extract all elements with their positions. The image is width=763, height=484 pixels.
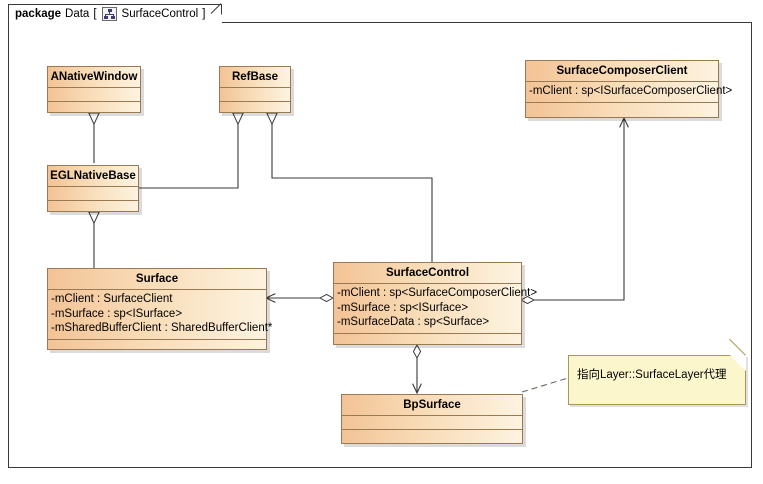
class-attributes bbox=[220, 88, 290, 102]
class-operations bbox=[342, 430, 522, 443]
class-bpsurface[interactable]: BpSurface bbox=[341, 394, 523, 444]
class-diagram-icon bbox=[101, 7, 117, 21]
package-tab-corner bbox=[212, 14, 223, 24]
class-title: BpSurface bbox=[342, 395, 522, 416]
class-operations bbox=[220, 102, 290, 115]
class-attributes bbox=[342, 416, 522, 430]
class-attributes: -mClient : sp<SurfaceComposerClient> -mS… bbox=[334, 284, 538, 334]
class-operations bbox=[48, 201, 138, 214]
class-title: Surface bbox=[48, 269, 266, 290]
class-surfacecomposerclient[interactable]: SurfaceComposerClient -mClient : sp<ISur… bbox=[525, 60, 733, 118]
package-name: Data bbox=[65, 8, 90, 20]
class-operations bbox=[48, 340, 266, 353]
attribute: -mSurface : sp<ISurface> bbox=[51, 307, 183, 320]
attribute: -mSurface : sp<ISurface> bbox=[337, 301, 469, 314]
class-surface[interactable]: Surface -mClient : SurfaceClient -mSurfa… bbox=[47, 268, 273, 353]
class-title: EGLNativeBase bbox=[48, 166, 138, 187]
note-text: 指向Layer::SurfaceLayer代理 bbox=[577, 369, 727, 381]
attribute: -mClient : SurfaceClient bbox=[51, 293, 173, 305]
attribute: -mClient : sp<SurfaceComposerClient> bbox=[337, 287, 538, 299]
package-keyword: package bbox=[15, 8, 62, 20]
package-bracket-close: ] bbox=[202, 8, 206, 20]
class-operations bbox=[334, 334, 521, 347]
class-title: SurfaceComposerClient bbox=[526, 61, 718, 82]
class-attributes bbox=[48, 187, 138, 201]
class-operations bbox=[526, 103, 718, 116]
class-title: SurfaceControl bbox=[334, 263, 521, 284]
class-refbase[interactable]: RefBase bbox=[219, 66, 291, 113]
class-surfacecontrol[interactable]: SurfaceControl -mClient : sp<SurfaceComp… bbox=[333, 262, 538, 347]
class-attributes: -mClient : SurfaceClient -mSurface : sp<… bbox=[48, 290, 273, 340]
package-tab: package Data [ SurfaceControl ] bbox=[8, 4, 223, 24]
class-attributes bbox=[48, 88, 140, 102]
class-attributes: -mClient : sp<ISurfaceComposerClient> bbox=[526, 82, 733, 103]
package-bracket-open: [ bbox=[93, 8, 97, 20]
note-fold-icon bbox=[730, 355, 746, 371]
note-comment[interactable]: 指向Layer::SurfaceLayer代理 bbox=[568, 338, 746, 405]
class-eglnativebase[interactable]: EGLNativeBase bbox=[47, 165, 139, 212]
class-anativewindow[interactable]: ANativeWindow bbox=[47, 66, 141, 113]
class-title: ANativeWindow bbox=[48, 67, 140, 88]
class-operations bbox=[48, 102, 140, 115]
class-title: RefBase bbox=[220, 67, 290, 88]
package-diagram-name: SurfaceControl bbox=[121, 8, 199, 20]
attribute: -mSharedBufferClient : SharedBufferClien… bbox=[51, 322, 273, 334]
attribute: -mClient : sp<ISurfaceComposerClient> bbox=[529, 85, 733, 97]
attribute: -mSurfaceData : sp<Surface> bbox=[337, 316, 490, 328]
